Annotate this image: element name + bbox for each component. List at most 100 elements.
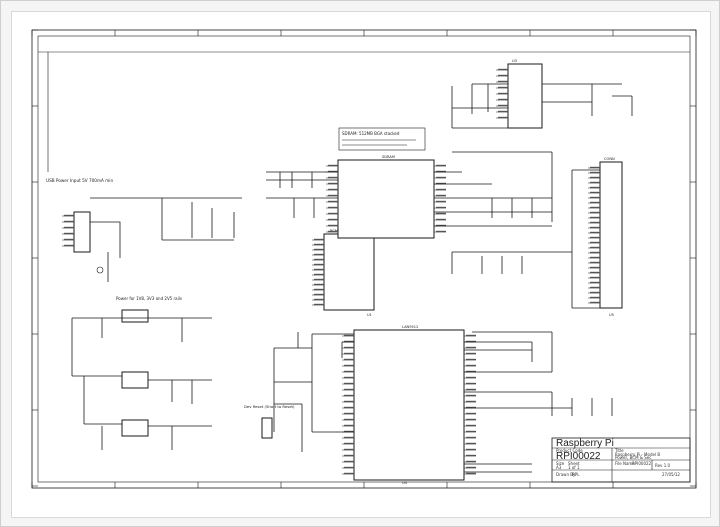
- pin-label-mark: [436, 224, 446, 227]
- pin-label-mark: [344, 358, 354, 361]
- sheet-value: 1 of 1: [568, 465, 580, 470]
- pin-label-mark: [498, 68, 508, 71]
- pin-label-mark: [344, 352, 354, 355]
- pin-label-mark: [590, 296, 600, 299]
- pin-label-mark: [328, 170, 338, 173]
- pin-label-mark: [590, 186, 600, 189]
- pin-label-mark: [344, 376, 354, 379]
- pin-label-mark: [590, 301, 600, 304]
- pin-label-mark: [436, 230, 446, 233]
- schematic-sheet: BCM2835 U1 SDRAM SDRAM: 512MB BGA stacke…: [11, 11, 711, 518]
- pin-label-mark: [314, 268, 324, 271]
- pin-label-mark: [466, 346, 476, 349]
- pin-label-mark: [314, 293, 324, 296]
- pin-label-mark: [590, 291, 600, 294]
- regulator-wiring: [71, 317, 212, 450]
- pin-label-mark: [314, 278, 324, 281]
- pin-label-mark: [328, 164, 338, 167]
- pin-label-mark: [498, 98, 508, 101]
- pin-label-mark: [590, 191, 600, 194]
- pin-label-mark: [466, 454, 476, 457]
- pin-label-mark: [590, 181, 600, 184]
- pin-label-mark: [314, 238, 324, 241]
- pin-label-mark: [436, 218, 446, 221]
- pin-label-mark: [328, 176, 338, 179]
- pin-label-mark: [466, 364, 476, 367]
- pin-label-mark: [590, 216, 600, 219]
- pin-label-mark: [498, 74, 508, 77]
- pin-label-mark: [328, 200, 338, 203]
- chip-u2-name: SDRAM: [382, 155, 395, 159]
- pin-label-mark: [466, 340, 476, 343]
- pin-label-mark: [590, 261, 600, 264]
- pin-label-mark: [466, 472, 476, 475]
- pin-label-mark: [344, 442, 354, 445]
- regulator-3: [121, 419, 149, 437]
- pin-label-mark: [466, 382, 476, 385]
- pin-label-mark: [328, 206, 338, 209]
- pin-label-mark: [314, 303, 324, 306]
- pin-label-mark: [436, 212, 446, 215]
- pin-label-mark: [498, 116, 508, 119]
- pin-label-mark: [498, 92, 508, 95]
- title-block: Raspberry Pi Product Code RPI00022 Title…: [551, 437, 691, 483]
- pin-label-mark: [64, 232, 74, 235]
- pin-label-mark: [590, 206, 600, 209]
- pin-label-mark: [590, 276, 600, 279]
- pin-label-mark: [466, 412, 476, 415]
- pin-label-mark: [344, 412, 354, 415]
- chip-top-right-ref: U3: [512, 59, 517, 63]
- pin-label-mark: [328, 230, 338, 233]
- doc-label: Product Code: [556, 448, 583, 453]
- pin-label-mark: [314, 283, 324, 286]
- pin-label-mark: [344, 448, 354, 451]
- pin-label-mark: [466, 466, 476, 469]
- frame-rule: [38, 51, 690, 172]
- pin-label-mark: [344, 370, 354, 373]
- bcm-right-wiring: [451, 169, 600, 309]
- pin-label-mark: [344, 418, 354, 421]
- pin-label-mark: [328, 182, 338, 185]
- chip-u1-ref: U1: [367, 313, 372, 317]
- pin-label-mark: [590, 236, 600, 239]
- pin-label-mark: [64, 220, 74, 223]
- pin-label-mark: [590, 246, 600, 249]
- pin-label-mark: [466, 370, 476, 373]
- pin-label-mark: [590, 281, 600, 284]
- chip-lan-pins: [342, 334, 476, 475]
- pin-label-mark: [344, 406, 354, 409]
- size-value: A3: [556, 465, 562, 470]
- pin-label-mark: [466, 376, 476, 379]
- power-input-wiring: [90, 197, 242, 241]
- pin-label-mark: [328, 224, 338, 227]
- date-value: 27/05/12: [662, 472, 680, 477]
- pin-label-mark: [590, 171, 600, 174]
- pin-label-mark: [328, 218, 338, 221]
- usb-connector: [73, 211, 91, 253]
- dev-reset-note: Dev Reset (Short to Reset): [244, 404, 295, 409]
- regulator-1: [121, 309, 149, 323]
- lan-right-wiring: [464, 391, 613, 473]
- pin-label-mark: [590, 241, 600, 244]
- pin-label-mark: [498, 86, 508, 89]
- pin-label-mark: [344, 472, 354, 475]
- ram-left-wiring: [266, 171, 338, 218]
- chip-top-right: [507, 63, 543, 129]
- pin-label-mark: [314, 288, 324, 291]
- pin-label-mark: [344, 334, 354, 337]
- pin-label-mark: [344, 364, 354, 367]
- pin-label-mark: [590, 221, 600, 224]
- pin-label-mark: [498, 80, 508, 83]
- pin-label-mark: [436, 182, 446, 185]
- pin-label-mark: [590, 226, 600, 229]
- pin-label-mark: [436, 170, 446, 173]
- top-right-wiring: [451, 83, 633, 129]
- pin-label-mark: [314, 248, 324, 251]
- pin-label-mark: [344, 382, 354, 385]
- pin-label-mark: [590, 271, 600, 274]
- pin-label-mark: [64, 244, 74, 247]
- pin-label-mark: [466, 394, 476, 397]
- pin-label-mark: [314, 253, 324, 256]
- pin-label-mark: [344, 340, 354, 343]
- pin-label-mark: [64, 238, 74, 241]
